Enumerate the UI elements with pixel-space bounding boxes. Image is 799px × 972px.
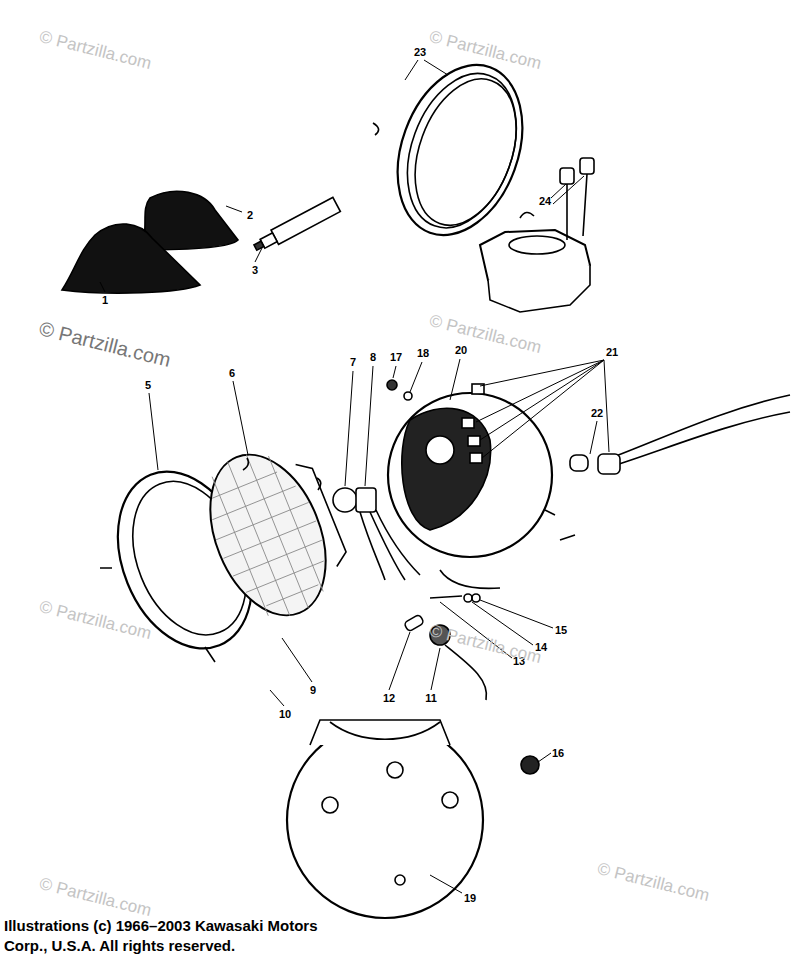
watermark: © Partzilla.com bbox=[428, 312, 543, 356]
callout-number: 8 bbox=[370, 352, 376, 363]
callout-number: 15 bbox=[555, 625, 567, 636]
callout-number: 1 bbox=[102, 295, 108, 306]
callout-number: 19 bbox=[464, 893, 476, 904]
grommet bbox=[570, 455, 588, 471]
callout-number: 22 bbox=[591, 408, 603, 419]
callout-number: 18 bbox=[417, 348, 429, 359]
callout-number: 10 bbox=[279, 709, 291, 720]
socket bbox=[356, 488, 376, 512]
callout-number: 12 bbox=[383, 693, 395, 704]
wire-harness bbox=[600, 395, 790, 470]
callout-number: 21 bbox=[606, 347, 618, 358]
callout-number: 24 bbox=[539, 196, 551, 207]
callout-number: 20 bbox=[455, 345, 467, 356]
callout-number: 23 bbox=[414, 47, 426, 58]
callout-number: 3 bbox=[252, 265, 258, 276]
callout-number: 11 bbox=[425, 693, 437, 704]
watermark: © Partzilla.com bbox=[38, 875, 153, 919]
callout-number: 7 bbox=[350, 357, 356, 368]
rim-ring bbox=[375, 47, 544, 252]
wire bbox=[445, 645, 487, 700]
bulb bbox=[333, 488, 357, 512]
callout-number: 6 bbox=[229, 368, 235, 379]
callout-number: 16 bbox=[552, 748, 564, 759]
screw bbox=[430, 596, 462, 598]
callout-number: 5 bbox=[145, 380, 151, 391]
headlight-shell bbox=[388, 384, 575, 557]
callout-number: 9 bbox=[310, 685, 316, 696]
housing bbox=[287, 720, 483, 918]
bulb bbox=[404, 614, 425, 632]
spring bbox=[373, 123, 534, 218]
copyright-caption: Illustrations (c) 1966–2003 Kawasaki Mot… bbox=[4, 916, 322, 956]
leader-lines bbox=[100, 60, 609, 893]
callout-number: 2 bbox=[247, 210, 253, 221]
watermark: © Partzilla.com bbox=[38, 598, 153, 642]
ignition-switch bbox=[480, 158, 594, 312]
watermark: © Partzilla.com bbox=[596, 860, 711, 904]
watermark: © Partzilla.com bbox=[38, 28, 153, 72]
grommet bbox=[521, 756, 539, 774]
pad bbox=[62, 224, 200, 293]
headlight-lens bbox=[188, 432, 360, 632]
glue-tube bbox=[252, 197, 341, 254]
watermark: © Partzilla.com bbox=[37, 318, 173, 370]
callout-number: 17 bbox=[390, 352, 402, 363]
